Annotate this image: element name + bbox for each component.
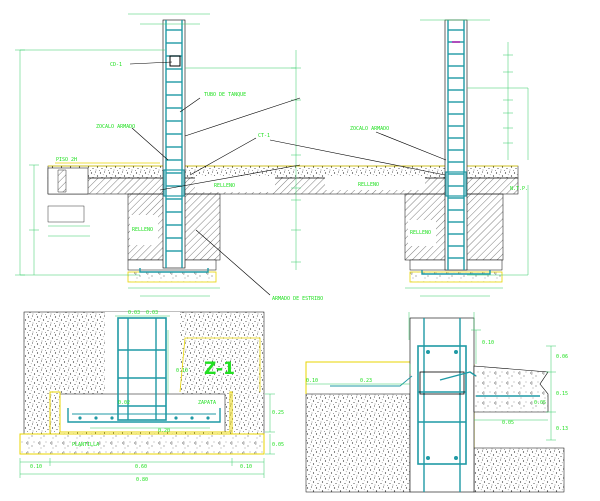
label-plantilla: PLANTILLA — [72, 442, 99, 448]
dim-r015: 0.15 — [556, 391, 568, 397]
wall-stirrup — [417, 345, 467, 465]
cd-detail-box — [169, 55, 181, 67]
dim-025: 0.25 — [272, 410, 284, 416]
dim-r023: 0.23 — [360, 378, 372, 384]
relleno-left-box — [130, 215, 158, 245]
wall-column — [409, 317, 475, 493]
label-ct: CT-1 — [258, 133, 270, 139]
label-zocalo-left: ZOCALO ARMADO — [96, 124, 135, 130]
label-relleno-top-left: RELLENO — [214, 183, 235, 189]
elevation-section: CD-1 TUBO DE TANQUE ZOCALO ARMADO ZOCALO… — [15, 13, 529, 302]
left-column-rebar — [139, 19, 209, 273]
dim-b060: 0.60 — [135, 464, 147, 470]
wall-soil-left — [305, 393, 411, 493]
curb-base — [47, 205, 85, 223]
label-z1: Z-1 — [204, 359, 235, 379]
label-armado: ARMADO DE ESTRIBO — [272, 296, 323, 302]
label-relleno-top-right: RELLENO — [358, 182, 379, 188]
z1-plantilla — [19, 433, 265, 455]
dim-b010b: 0.10 — [240, 464, 252, 470]
z1-column-pocket — [105, 312, 180, 394]
z1-footing-bar — [67, 408, 221, 423]
label-zocalo-right: ZOCALO ARMADO — [350, 126, 389, 132]
dim-005: 0.05 — [272, 442, 284, 448]
left-curb — [47, 167, 89, 195]
leader-lines — [129, 61, 447, 296]
dim-b010a: 0.10 — [30, 464, 42, 470]
dim-r005: 0.05 — [502, 420, 514, 426]
dim-b080: 0.80 — [136, 477, 148, 483]
relleno-right-box — [408, 220, 436, 246]
dim-r010: 0.10 — [482, 340, 494, 346]
z1-column-stirrup — [117, 317, 167, 421]
label-cd: CD-1 — [110, 62, 122, 68]
curb-hatch — [57, 169, 67, 193]
z1-footing — [59, 393, 226, 433]
label-zapata: ZAPATA — [198, 400, 216, 406]
dim-r010b: 0.10 — [306, 378, 318, 384]
right-plantilla — [409, 271, 503, 283]
dim-r013: 0.13 — [556, 426, 568, 432]
relleno-top-right-box — [325, 176, 425, 190]
dim-010: 0.10 — [176, 368, 188, 374]
label-ntp: N.T.P. — [510, 186, 528, 192]
label-relleno-left: RELLENO — [132, 227, 153, 233]
top-horizontal-dims — [48, 13, 503, 297]
label-relleno-right: RELLENO — [410, 230, 431, 236]
right-vertical-dims — [467, 42, 529, 276]
label-piso: PISO 2H — [56, 157, 77, 163]
left-vertical-dims — [15, 49, 165, 276]
dim-r006: 0.06 — [556, 354, 568, 360]
dim-020: 0.20 — [158, 428, 170, 434]
z1-detail: 0.03 0.03 0.10 0.02 Z-1 ZAPATA 0.20 0.25… — [19, 310, 284, 483]
wall-soil-right — [473, 447, 565, 493]
wall-detail: 0.10 0.06 0.15 0.13 0.10 0.23 0.05 0.05 — [305, 312, 568, 493]
dim-003a: 0.03 — [128, 310, 140, 316]
dim-r005b: 0.05 — [534, 400, 546, 406]
left-plantilla — [127, 271, 217, 283]
label-tubo: TUBO DE TANQUE — [204, 92, 246, 98]
dim-003b: 0.03 — [146, 310, 158, 316]
center-vertical-dims — [185, 50, 301, 270]
dim-002: 0.02 — [118, 400, 130, 406]
